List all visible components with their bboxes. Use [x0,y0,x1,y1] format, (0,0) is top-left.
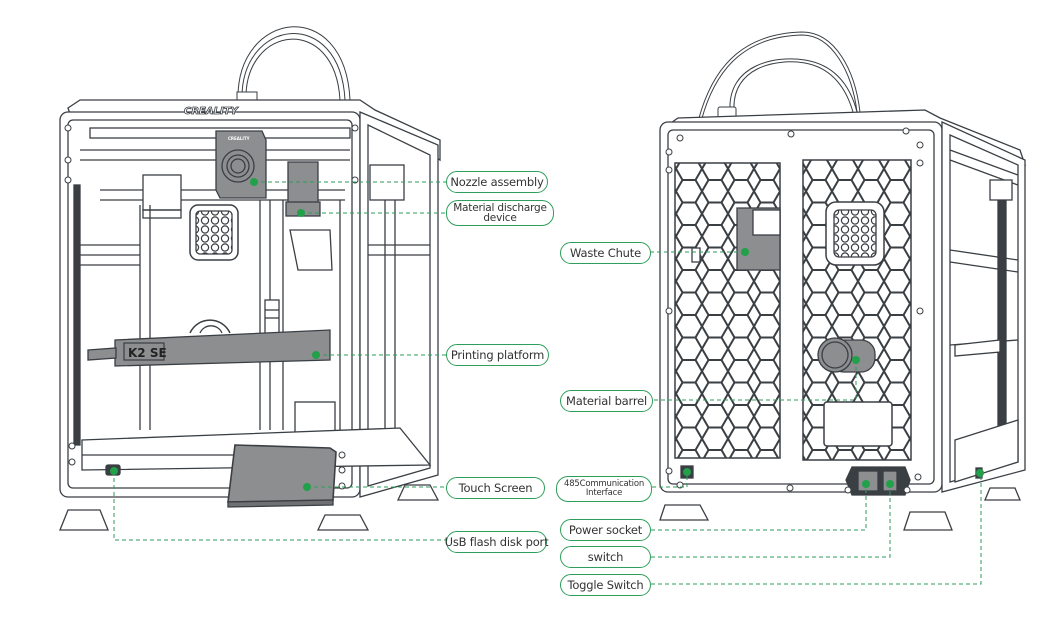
rear-left-vent [674,162,781,459]
model-badge: K2 SE [128,346,167,360]
brand-logo: CREALITY [184,106,240,117]
dot-usb [110,467,118,475]
leader-toggle [651,473,982,585]
label-material-discharge: Material discharge device [446,200,554,226]
dot-power-socket [862,480,870,488]
label-usb-port: UsB flash disk port [444,531,549,553]
label-text: Power socket [568,522,643,537]
label-text-line2: device [483,212,517,224]
material-discharge-part [285,161,333,271]
label-text-line1: 485Communication [563,479,645,489]
label-485-communication: 485Communication Interface [556,476,652,502]
dot-touch-screen [303,483,311,491]
label-printing-platform: Printing platform [446,344,549,366]
label-touch-screen: Touch Screen [446,477,545,499]
head-logo: CREALITY [228,136,250,141]
label-switch: switch [560,546,651,568]
rear-printer [659,31,1027,531]
label-text: Toggle Switch [567,577,644,592]
label-text: Touch Screen [458,480,533,495]
label-toggle-switch: Toggle Switch [560,574,651,596]
leader-comm [652,474,688,488]
label-text: UsB flash disk port [444,534,549,549]
power-module [845,466,911,496]
label-text: Nozzle assembly [450,174,544,189]
dot-comm [683,468,691,476]
dot-nozzle [250,178,258,186]
leader-usb [113,471,446,541]
material-barrel-part [817,337,876,373]
label-nozzle-assembly: Nozzle assembly [446,171,548,193]
label-waste-chute: Waste Chute [560,242,651,264]
dot-toggle [976,469,984,477]
label-text: switch [587,549,624,564]
leader-lines [113,181,982,585]
callout-dots [110,178,984,491]
label-text: Waste Chute [570,245,641,260]
ptfe-tube [236,26,351,103]
label-material-barrel: Material barrel [560,390,653,412]
dot-platform [312,351,320,359]
leader-switch [651,484,891,558]
leader-power-socket [651,484,867,531]
label-text: Material barrel [566,393,647,408]
dot-switch [886,480,894,488]
dot-waste-chute [741,248,749,256]
dot-discharge [297,209,305,217]
dot-barrel [852,356,860,364]
label-text-line2: Interface [585,488,623,498]
label-text-line1: Material discharge [453,202,547,214]
touch-screen-part [227,444,337,508]
label-power-socket: Power socket [560,519,651,541]
front-printer: CREALITY K2 SE [59,26,441,531]
printing-platform-part: K2 SE [87,329,331,367]
nozzle-assembly-part: CREALITY [215,130,267,199]
label-plate [823,401,893,447]
label-text: Printing platform [450,347,545,362]
